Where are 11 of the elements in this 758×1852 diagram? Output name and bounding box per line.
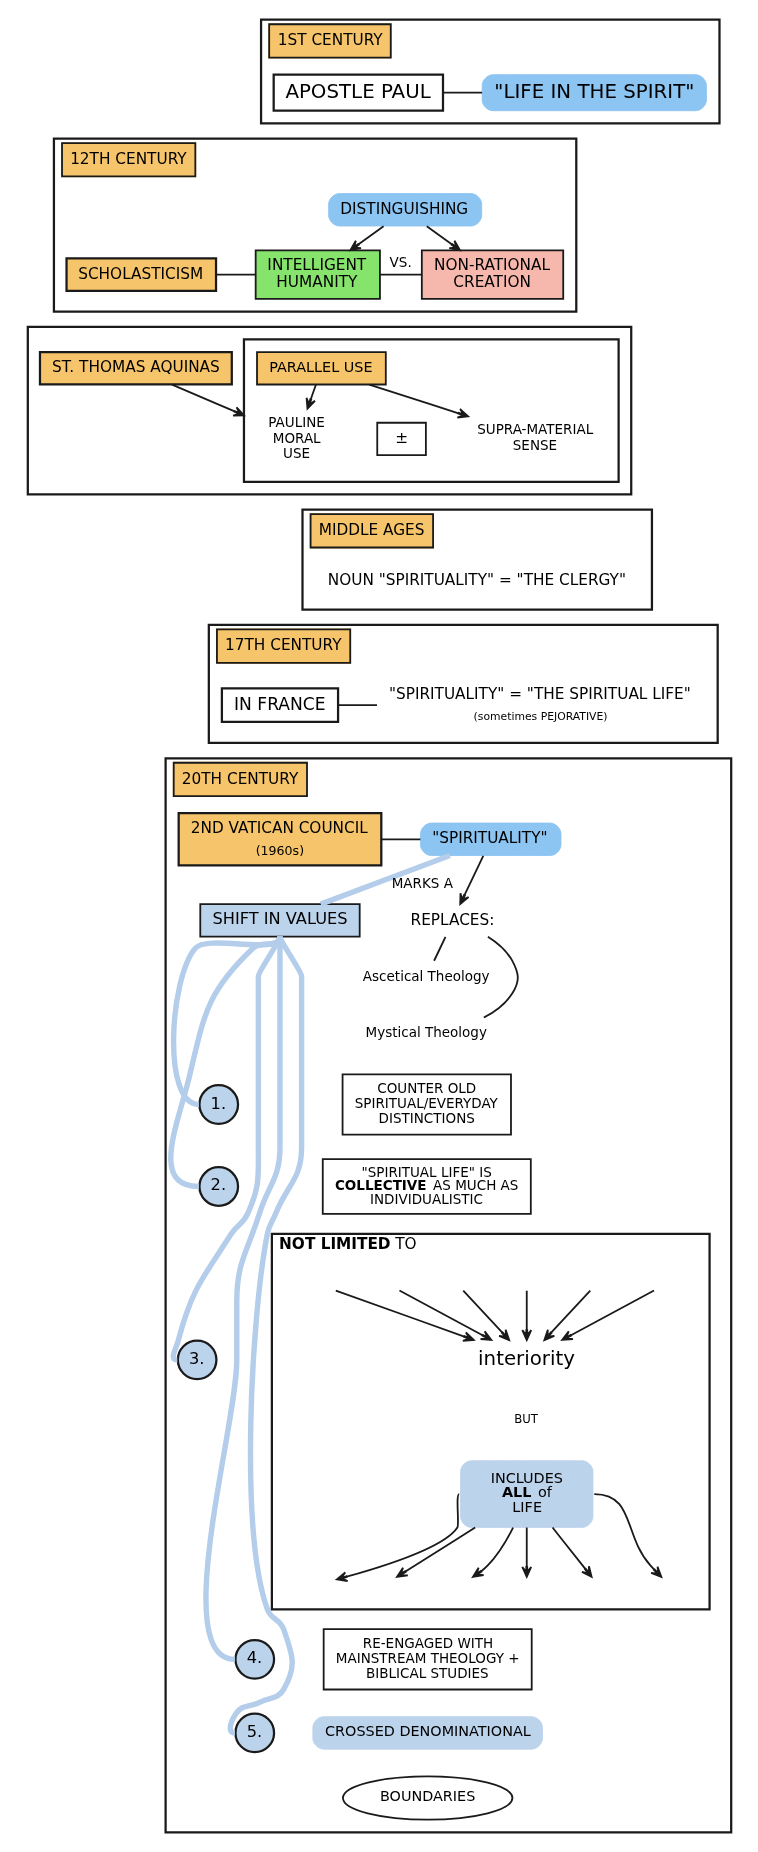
- node-text: interiority: [477, 1346, 575, 1370]
- node-text: NOUN "SPIRITUALITY" = "THE CLERGY": [327, 570, 626, 589]
- node-text: Mystical Theology: [365, 1024, 487, 1041]
- node-text: Ascetical Theology: [362, 967, 490, 984]
- node-text: SUPRA-MATERIAL SENSE: [476, 421, 593, 453]
- node-text: PAULINE MORAL USE: [267, 414, 325, 461]
- edge-label: MARKS A: [391, 874, 453, 891]
- node-text: REPLACES:: [410, 910, 494, 929]
- node-text: "SPIRITUALITY" = "THE SPIRITUAL LIFE" (sometimes PEJORATIVE): [388, 685, 691, 724]
- node-text: BUT: [513, 1412, 538, 1427]
- edge-label: VS.: [389, 254, 412, 271]
